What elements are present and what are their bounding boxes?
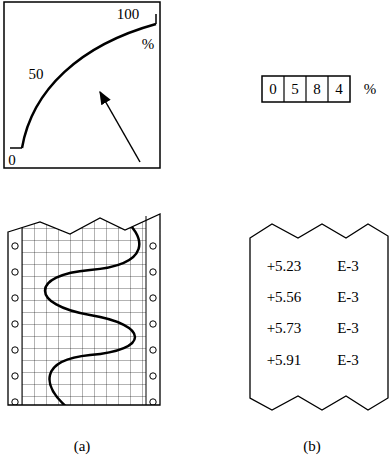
sprocket-hole	[150, 321, 156, 327]
sprocket-hole	[12, 269, 18, 275]
printed-exponent: E-3	[337, 290, 359, 305]
display-digit: 4	[335, 82, 343, 97]
strip-chart	[12, 200, 156, 410]
digit-boxes	[262, 76, 350, 102]
unit-symbol: %	[364, 82, 377, 97]
sprocket-hole	[150, 347, 156, 353]
display-digit: 5	[291, 82, 299, 97]
sprocket-hole	[12, 399, 18, 405]
sprocket-hole	[12, 321, 18, 327]
figure-label: (a)	[74, 439, 91, 454]
paper-margin	[22, 228, 23, 405]
scale-value: 50	[29, 67, 44, 82]
printed-exponent: E-3	[337, 259, 359, 274]
scale-value: 100	[117, 7, 140, 22]
paper-margin	[146, 216, 147, 405]
printed-value: +5.73	[267, 321, 302, 336]
chart-paper	[8, 214, 160, 405]
printed-exponent: E-3	[337, 353, 359, 368]
meter-frame	[4, 2, 160, 168]
printout-paper	[250, 224, 388, 410]
printed-exponent: E-3	[337, 321, 359, 336]
printed-value: +5.23	[267, 259, 302, 274]
printed-value: +5.91	[267, 353, 302, 368]
sprocket-hole	[150, 243, 156, 249]
meter-needle	[100, 92, 140, 162]
sprocket-hole	[150, 399, 156, 405]
sprocket-hole	[12, 373, 18, 379]
scale-value: 0	[8, 153, 16, 168]
sprocket-hole	[150, 373, 156, 379]
printed-value: +5.56	[267, 290, 302, 305]
sprocket-hole	[12, 347, 18, 353]
scale-tick	[155, 14, 157, 24]
recorded-trace	[45, 214, 139, 410]
meter-scale	[22, 24, 156, 148]
unit-symbol: %	[142, 37, 155, 52]
sprocket-hole	[150, 269, 156, 275]
sprocket-hole	[150, 295, 156, 301]
figure-label: (b)	[303, 439, 321, 454]
display-digit: 8	[313, 82, 321, 97]
display-digit: 0	[269, 82, 277, 97]
sprocket-hole	[12, 295, 18, 301]
scale-tick	[10, 147, 22, 149]
sprocket-hole	[12, 243, 18, 249]
